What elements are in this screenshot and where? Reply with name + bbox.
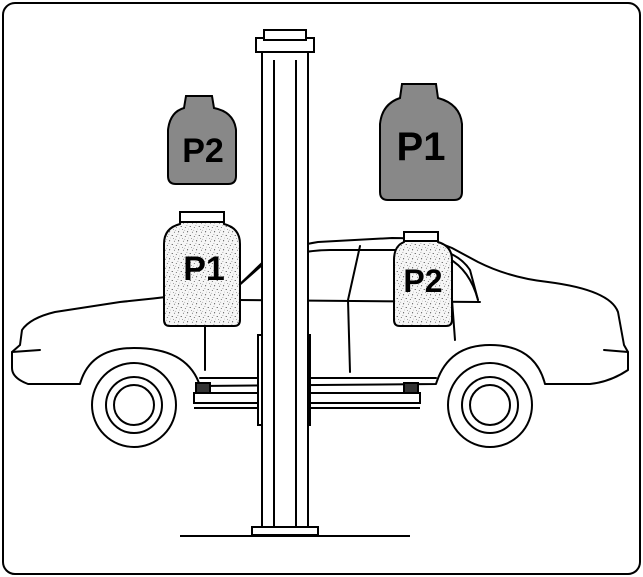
lift-column [251,29,319,536]
lift-arm-left [193,392,269,404]
column-base [251,526,319,536]
rear-wheel [447,362,533,448]
weight-on-car-rear-label: P2 [403,263,442,299]
weight-top-left: P2 [167,95,237,185]
weight-top-right: P1 [379,83,463,201]
lift-pad-right [403,382,419,394]
front-wheel [91,362,177,448]
car-front-bumper [11,349,41,353]
lift-arms [193,382,421,409]
car-rear-bumper [603,349,629,353]
weight-on-car-front-label: P1 [183,250,225,288]
lift-pad-left [195,382,211,394]
weight-on-car-front: P1 [163,211,241,327]
weight-top-left-label: P2 [182,132,224,170]
weight-on-car-rear: P2 [393,231,453,327]
weight-top-right-label: P1 [397,125,446,169]
column-post [261,51,309,531]
column-cap-top [263,29,307,41]
lift-arm-right [301,392,421,404]
